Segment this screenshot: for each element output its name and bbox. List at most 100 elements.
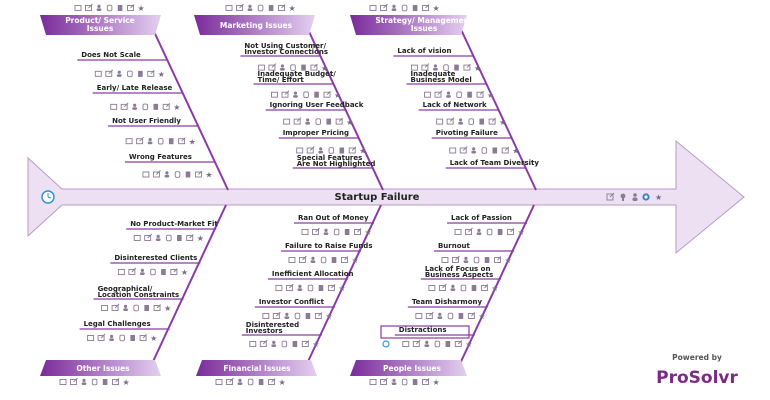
document-icon[interactable] bbox=[138, 70, 143, 77]
edit-icon[interactable] bbox=[459, 146, 468, 154]
star-icon[interactable]: ★ bbox=[433, 378, 440, 387]
person-icon[interactable] bbox=[155, 234, 161, 241]
share-icon[interactable] bbox=[147, 70, 155, 77]
edit-icon[interactable] bbox=[111, 303, 120, 311]
image-icon[interactable] bbox=[449, 147, 457, 154]
image-icon[interactable] bbox=[262, 313, 270, 319]
hand-icon[interactable] bbox=[142, 103, 149, 111]
image-icon[interactable] bbox=[125, 138, 133, 145]
document-icon[interactable] bbox=[301, 64, 306, 71]
hand-icon[interactable] bbox=[473, 256, 480, 264]
image-icon[interactable] bbox=[296, 147, 304, 154]
star-icon[interactable]: ★ bbox=[433, 4, 440, 13]
person-icon[interactable] bbox=[109, 334, 114, 341]
person-icon[interactable] bbox=[632, 193, 638, 201]
hand-icon[interactable] bbox=[468, 118, 474, 125]
edit-icon[interactable] bbox=[70, 377, 78, 385]
person-icon[interactable] bbox=[139, 268, 145, 275]
person-icon[interactable] bbox=[391, 4, 397, 11]
image-icon[interactable] bbox=[74, 5, 82, 11]
image-icon[interactable] bbox=[441, 257, 449, 263]
document-icon[interactable] bbox=[479, 118, 485, 125]
share-icon[interactable] bbox=[467, 312, 476, 319]
hand-icon[interactable] bbox=[328, 147, 335, 154]
document-icon[interactable] bbox=[412, 379, 418, 385]
hand-icon[interactable] bbox=[447, 312, 454, 320]
star-icon[interactable]: ★ bbox=[325, 312, 332, 321]
document-icon[interactable] bbox=[458, 313, 464, 319]
document-icon[interactable] bbox=[130, 335, 135, 341]
edit-icon[interactable] bbox=[293, 117, 302, 125]
image-icon[interactable] bbox=[428, 285, 436, 291]
person-icon[interactable] bbox=[237, 378, 243, 385]
person-icon[interactable] bbox=[323, 228, 329, 235]
person-icon[interactable] bbox=[471, 147, 477, 154]
person-icon[interactable] bbox=[310, 256, 316, 263]
share-icon[interactable] bbox=[139, 334, 147, 341]
hand-icon[interactable] bbox=[333, 228, 340, 236]
hand-icon[interactable] bbox=[106, 4, 113, 12]
document-icon[interactable] bbox=[344, 229, 350, 235]
star-icon[interactable]: ★ bbox=[189, 137, 196, 146]
edit-icon[interactable] bbox=[465, 227, 473, 235]
star-icon[interactable]: ★ bbox=[150, 334, 157, 343]
document-icon[interactable] bbox=[144, 305, 149, 311]
star-icon[interactable]: ★ bbox=[512, 147, 519, 156]
image-icon[interactable] bbox=[142, 171, 150, 178]
share-icon[interactable] bbox=[186, 234, 194, 241]
image-icon[interactable] bbox=[87, 335, 95, 341]
category-header[interactable]: Other Issues bbox=[40, 360, 161, 376]
image-icon[interactable] bbox=[249, 341, 257, 347]
document-icon[interactable] bbox=[471, 285, 477, 291]
star-icon[interactable]: ★ bbox=[474, 64, 481, 73]
edit-icon[interactable] bbox=[434, 90, 443, 98]
category-header[interactable]: Financial Issues bbox=[196, 360, 317, 376]
star-icon[interactable]: ★ bbox=[334, 91, 341, 100]
edit-icon[interactable] bbox=[306, 146, 315, 154]
edit-icon[interactable] bbox=[412, 339, 421, 347]
person-icon[interactable] bbox=[271, 340, 277, 347]
hand-icon[interactable] bbox=[294, 312, 301, 320]
share-icon[interactable] bbox=[112, 378, 120, 385]
document-icon[interactable] bbox=[467, 91, 472, 98]
hand-icon[interactable] bbox=[157, 137, 164, 145]
person-icon[interactable] bbox=[433, 64, 438, 71]
edit-icon[interactable] bbox=[380, 377, 388, 385]
share-icon[interactable] bbox=[348, 146, 357, 154]
hand-icon[interactable] bbox=[150, 268, 156, 276]
share-icon[interactable] bbox=[480, 284, 489, 291]
share-icon[interactable] bbox=[501, 146, 510, 154]
document-icon[interactable] bbox=[102, 379, 108, 385]
star-icon[interactable]: ★ bbox=[487, 91, 494, 100]
edit-icon[interactable] bbox=[438, 283, 447, 291]
star-icon[interactable]: ★ bbox=[465, 340, 472, 349]
hand-icon[interactable] bbox=[133, 304, 139, 312]
document-icon[interactable] bbox=[484, 257, 490, 263]
person-icon[interactable] bbox=[318, 147, 324, 154]
hand-icon[interactable] bbox=[443, 64, 449, 71]
edit-icon[interactable] bbox=[446, 117, 455, 125]
image-icon[interactable] bbox=[257, 64, 265, 71]
edit-icon[interactable] bbox=[120, 102, 129, 110]
share-icon[interactable] bbox=[463, 63, 471, 71]
edit-icon[interactable] bbox=[299, 255, 307, 263]
person-icon[interactable] bbox=[81, 378, 87, 385]
share-icon[interactable] bbox=[314, 312, 323, 319]
star-icon[interactable]: ★ bbox=[359, 147, 366, 156]
person-icon[interactable] bbox=[424, 340, 430, 347]
hand-icon[interactable] bbox=[481, 147, 488, 154]
person-icon[interactable] bbox=[446, 91, 451, 98]
person-icon[interactable] bbox=[450, 284, 456, 291]
share-icon[interactable] bbox=[354, 228, 362, 235]
image-icon[interactable] bbox=[275, 285, 283, 291]
document-icon[interactable] bbox=[177, 235, 182, 241]
star-icon[interactable]: ★ bbox=[338, 284, 345, 293]
edit-icon[interactable] bbox=[272, 311, 281, 319]
document-icon[interactable] bbox=[168, 138, 174, 145]
edit-icon[interactable] bbox=[105, 69, 114, 77]
edit-icon[interactable] bbox=[97, 333, 106, 341]
share-icon[interactable] bbox=[162, 103, 171, 110]
share-icon[interactable] bbox=[310, 63, 318, 71]
document-icon[interactable] bbox=[117, 5, 123, 11]
